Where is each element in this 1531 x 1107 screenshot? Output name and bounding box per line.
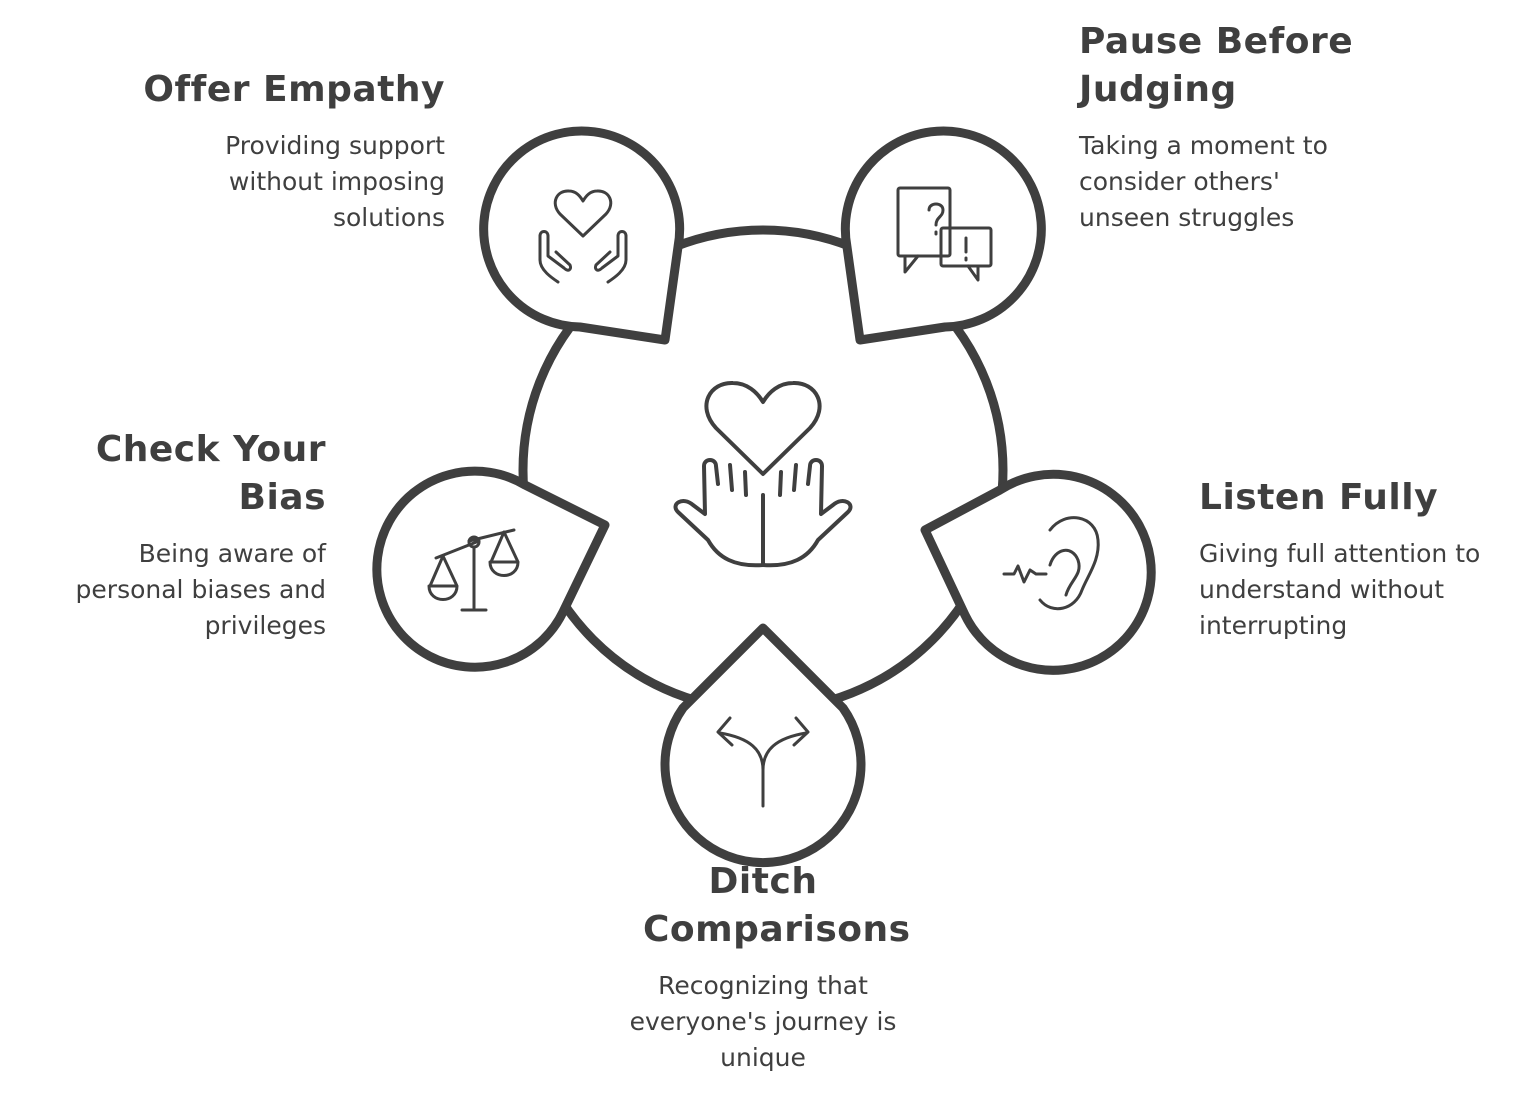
- ditch-comparisons-node: [660, 623, 866, 868]
- heart-hands-icon: [538, 189, 628, 284]
- ditch-comparisons-label: Ditch Comparisons Recognizing that every…: [593, 858, 933, 1076]
- question-exclamation-bubbles-icon: [896, 186, 993, 282]
- check-your-bias-description: Being aware of personal biases and privi…: [75, 539, 326, 640]
- listen-fully-description: Giving full attention to understand with…: [1199, 539, 1481, 640]
- offer-empathy-description: Providing support without imposing solut…: [225, 131, 445, 232]
- listen-fully-title: Listen Fully: [1199, 477, 1439, 518]
- pause-before-judging-label: Pause Before Judging Taking a moment to …: [1079, 18, 1379, 236]
- ditch-comparisons-title: Ditch Comparisons: [643, 861, 911, 950]
- diverging-arrows-icon: [716, 716, 810, 808]
- pause-before-judging-description: Taking a moment to consider others' unse…: [1079, 131, 1328, 232]
- heart-hands-icon: [673, 380, 853, 568]
- ditch-comparisons-description: Recognizing that everyone's journey is u…: [629, 971, 897, 1072]
- offer-empathy-title: Offer Empathy: [143, 69, 445, 110]
- ear-icon: [1002, 516, 1100, 611]
- check-your-bias-label: Check Your Bias Being aware of personal …: [26, 426, 326, 644]
- pause-before-judging-title: Pause Before Judging: [1079, 21, 1354, 110]
- offer-empathy-label: Offer Empathy Providing support without …: [85, 66, 445, 236]
- check-your-bias-title: Check Your Bias: [95, 429, 326, 518]
- listen-fully-node: [920, 469, 1156, 675]
- balance-scale-icon: [427, 528, 520, 612]
- pause-before-judging-node: [840, 126, 1046, 345]
- listen-fully-label: Listen Fully Giving full attention to un…: [1199, 474, 1509, 644]
